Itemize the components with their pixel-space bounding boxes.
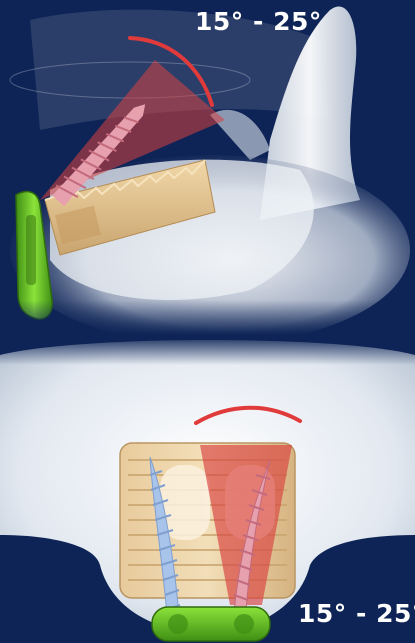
lateral-illustration [0,0,415,335]
angle-label-bottom: 15° - 25° [298,601,415,626]
lateral-view [0,0,415,335]
anterior-view [0,335,415,643]
anterior-illustration [0,335,415,643]
angle-label-top: 15° - 25° [195,9,322,34]
